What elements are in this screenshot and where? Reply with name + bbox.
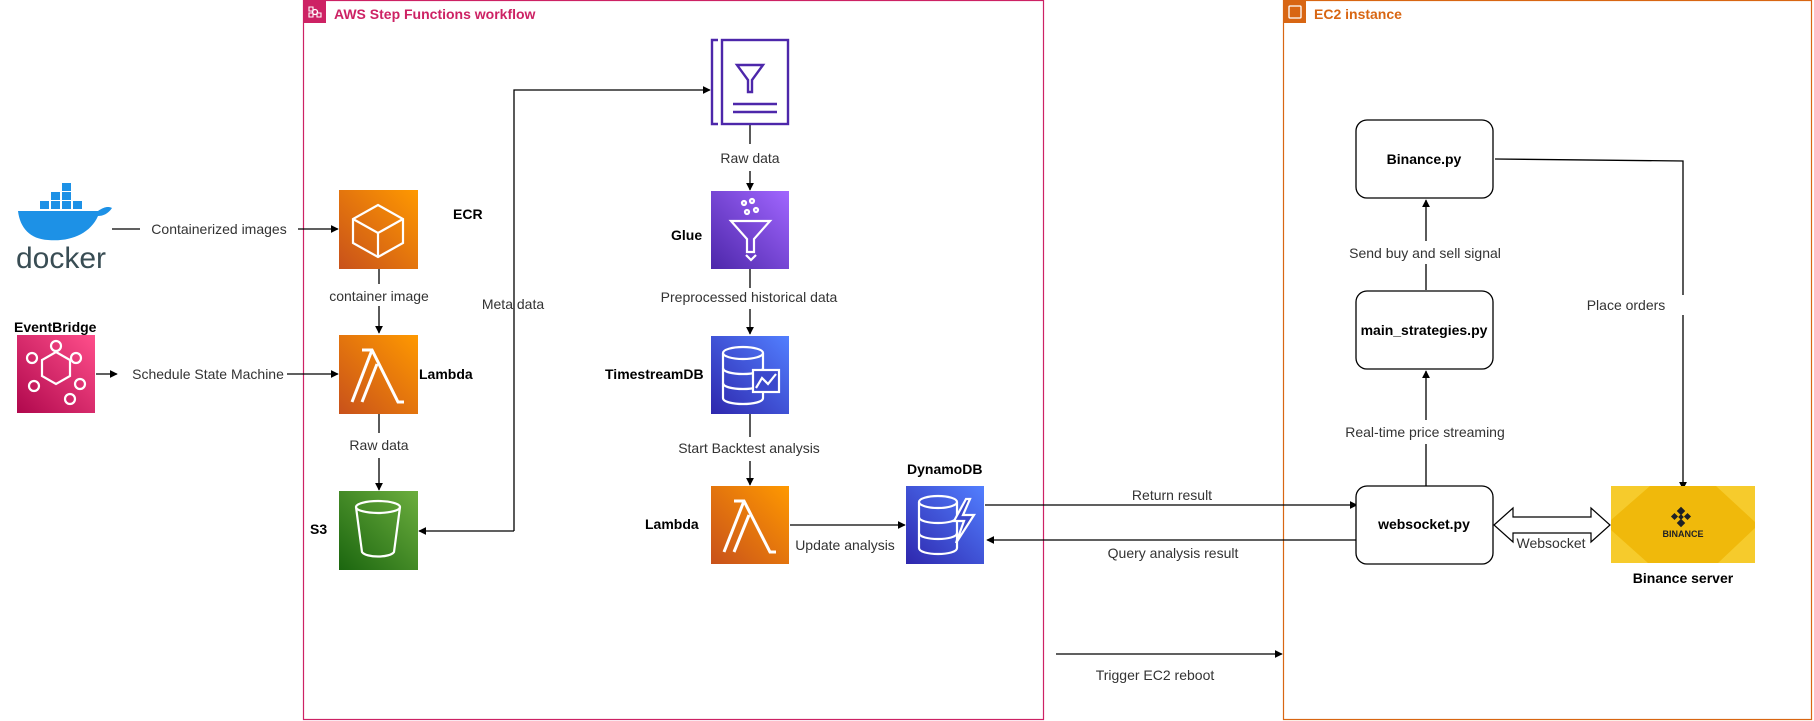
- dynamodb-icon: [906, 486, 984, 564]
- main-strategies-node: main_strategies.py: [1355, 290, 1494, 370]
- label-return-result: Return result: [1132, 487, 1212, 503]
- eventbridge-label: EventBridge: [14, 319, 97, 335]
- s3-glyph: [354, 499, 402, 558]
- lambda-2-icon: [711, 486, 789, 564]
- edge-place-orders-a: [1494, 158, 1684, 295]
- dynamodb-label: DynamoDB: [907, 461, 982, 477]
- label-container-image: container image: [329, 288, 429, 304]
- websocket-py-label: websocket.py: [1377, 516, 1470, 532]
- label-meta-data: Meta data: [482, 296, 544, 312]
- docker-wordmark: docker: [16, 242, 106, 275]
- websocket-py-node: websocket.py: [1355, 485, 1494, 565]
- label-preprocessed: Preprocessed historical data: [661, 289, 838, 305]
- glue-label: Glue: [671, 227, 702, 243]
- timestream-node: TimestreamDB: [605, 336, 789, 414]
- label-raw-data-catalog: Raw data: [720, 150, 779, 166]
- label-place-orders: Place orders: [1587, 297, 1666, 313]
- ec2-icon: [1284, 1, 1306, 23]
- glue-glyph: [728, 197, 773, 262]
- main-strategies-label: main_strategies.py: [1361, 322, 1488, 338]
- binance-server-label: Binance server: [1633, 570, 1734, 586]
- timestream-label: TimestreamDB: [605, 366, 704, 382]
- eventbridge-node: EventBridge: [14, 319, 97, 413]
- s3-label: S3: [310, 521, 327, 537]
- lambda-1-node: Lambda: [339, 335, 473, 414]
- dynamodb-glyph: [917, 494, 977, 556]
- lambda-1-glyph: [350, 348, 404, 404]
- label-update-analysis: Update analysis: [795, 537, 895, 553]
- binance-logo-text: BINANCE: [1662, 529, 1703, 539]
- glue-data-catalog-icon: [710, 38, 790, 126]
- ec2-title: EC2 instance: [1314, 6, 1402, 22]
- label-containerized-images: Containerized images: [151, 221, 286, 237]
- eventbridge-glyph: [25, 339, 87, 406]
- ec2-group: EC2 instance: [1282, 0, 1813, 721]
- label-start-backtest: Start Backtest analysis: [678, 440, 820, 456]
- timestream-glyph: [721, 345, 781, 406]
- ecr-label: ECR: [453, 206, 483, 222]
- docker-whale-icon: [18, 183, 112, 241]
- websocket-double-arrow: [1493, 506, 1611, 544]
- ecr-node: ECR: [339, 190, 483, 269]
- glue-node: Glue: [671, 191, 789, 269]
- lambda-2-label: Lambda: [645, 516, 699, 532]
- eventbridge-icon: [17, 335, 95, 413]
- edge-meta-up: [513, 86, 711, 531]
- s3-icon: [339, 491, 418, 570]
- glue-icon: [711, 191, 789, 269]
- edge-labels: Containerized images Schedule State Mach…: [132, 150, 1665, 683]
- label-trigger-reboot: Trigger EC2 reboot: [1096, 667, 1215, 683]
- dynamodb-node: DynamoDB: [906, 461, 984, 564]
- lambda-1-label: Lambda: [419, 366, 473, 382]
- step-functions-icon: [304, 1, 326, 23]
- label-query-analysis: Query analysis result: [1108, 545, 1239, 561]
- label-schedule-state-machine: Schedule State Machine: [132, 366, 284, 382]
- step-functions-title: AWS Step Functions workflow: [334, 6, 536, 22]
- lambda-2-node: Lambda: [645, 486, 789, 564]
- label-websocket: Websocket: [1517, 535, 1586, 551]
- docker-node: docker: [16, 183, 112, 275]
- binance-server-node: BINANCE Binance server: [1611, 486, 1755, 586]
- label-send-signal: Send buy and sell signal: [1349, 245, 1501, 261]
- label-realtime-streaming: Real-time price streaming: [1345, 424, 1505, 440]
- ecr-glyph: [351, 203, 405, 259]
- lambda-1-icon: [339, 335, 418, 414]
- s3-node: S3: [310, 491, 418, 570]
- connectors: [96, 86, 1687, 658]
- binance-py-node: Binance.py: [1355, 119, 1494, 199]
- step-functions-group: AWS Step Functions workflow: [302, 0, 1045, 721]
- label-raw-data-lambda: Raw data: [349, 437, 408, 453]
- binance-py-label: Binance.py: [1387, 151, 1462, 167]
- lambda-2-glyph: [722, 499, 776, 554]
- data-catalog-node: [710, 38, 790, 126]
